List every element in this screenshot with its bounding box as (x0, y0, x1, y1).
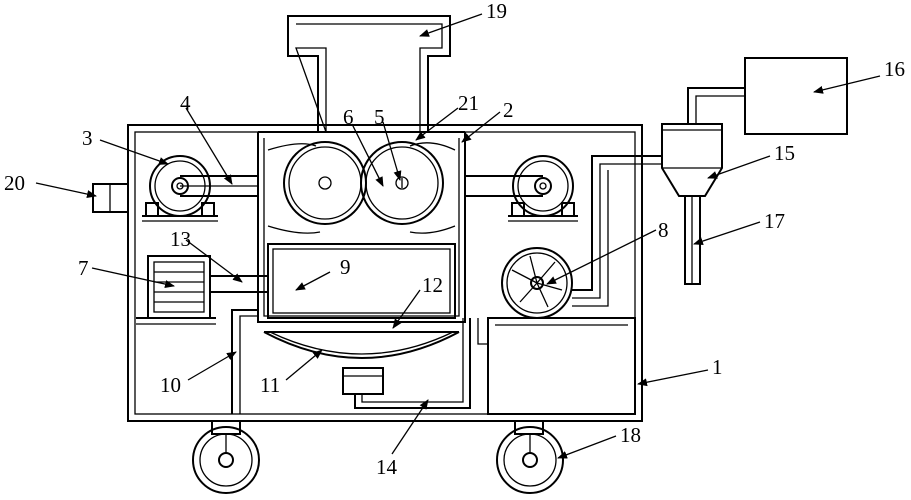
return-pipe (354, 318, 471, 409)
outlet-pipe (92, 183, 128, 213)
callout-16: 16 (884, 57, 905, 81)
left-motor (142, 155, 218, 222)
left-duct (231, 309, 258, 414)
callout-17: 17 (764, 209, 785, 233)
callout-9: 9 (340, 255, 351, 279)
discharge-valve (342, 367, 384, 395)
callout-20: 20 (4, 171, 25, 195)
callout-15: 15 (774, 141, 795, 165)
callout-10: 10 (160, 373, 181, 397)
callout-3: 3 (82, 126, 93, 150)
drive-motor (136, 255, 216, 325)
crushing-roller-left (283, 141, 367, 225)
belt-transmission-left (180, 175, 258, 197)
callout-5: 5 (374, 105, 385, 129)
dust-box (744, 57, 848, 135)
callout-7: 7 (78, 256, 89, 280)
crushing-chamber (257, 131, 466, 323)
air-duct (572, 155, 662, 307)
wheel-right (496, 421, 564, 494)
callout-2: 2 (503, 98, 514, 122)
callout-11: 11 (260, 373, 280, 397)
callout-18: 18 (620, 423, 641, 447)
leader-lines (35, 13, 881, 459)
collection-tube (684, 196, 701, 285)
cyclone-separator (661, 123, 723, 197)
dust-pipe (687, 87, 745, 124)
callout-19: 19 (486, 0, 507, 23)
collecting-hopper (263, 331, 460, 359)
callout-4: 4 (180, 91, 191, 115)
drive-shaft (210, 275, 268, 293)
callout-6: 6 (343, 105, 354, 129)
callout-8: 8 (658, 218, 669, 242)
callout-13: 13 (170, 227, 191, 251)
callout-14: 14 (376, 455, 398, 479)
callout-labels: 1 2 3 4 5 6 7 8 9 10 11 12 13 14 15 16 1… (4, 0, 905, 479)
wheel-left (192, 421, 260, 494)
callout-21: 21 (458, 91, 479, 115)
tank-box (477, 317, 636, 415)
fan (501, 247, 573, 319)
callout-12: 12 (422, 273, 443, 297)
screen-box (267, 243, 456, 319)
belt-transmission-right (465, 175, 543, 197)
crushing-roller-right (360, 141, 444, 225)
right-motor (508, 155, 578, 222)
callout-1: 1 (712, 355, 723, 379)
